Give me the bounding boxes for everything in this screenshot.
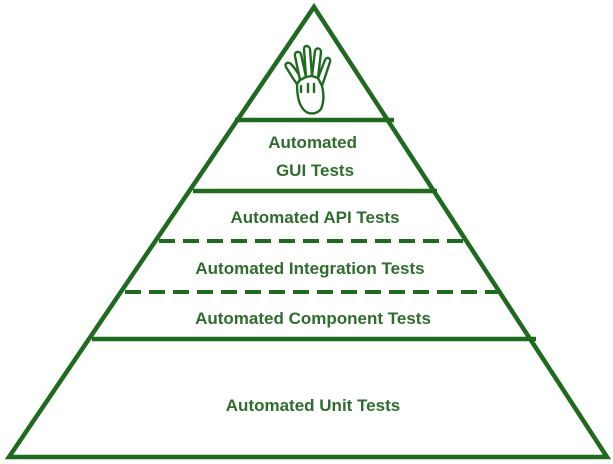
label-unit-tests: Automated Unit Tests — [226, 396, 400, 415]
hand-icon — [284, 44, 332, 115]
pyramid-outline — [4, 2, 612, 460]
label-api-tests: Automated API Tests — [230, 208, 399, 227]
label-gui-tests: Automated GUI Tests — [268, 133, 362, 180]
label-component-tests: Automated Component Tests — [195, 309, 431, 328]
label-gui-tests-line2: GUI Tests — [276, 161, 354, 180]
label-integration-tests: Automated Integration Tests — [195, 259, 424, 278]
label-gui-tests-line1: Automated — [268, 133, 357, 152]
